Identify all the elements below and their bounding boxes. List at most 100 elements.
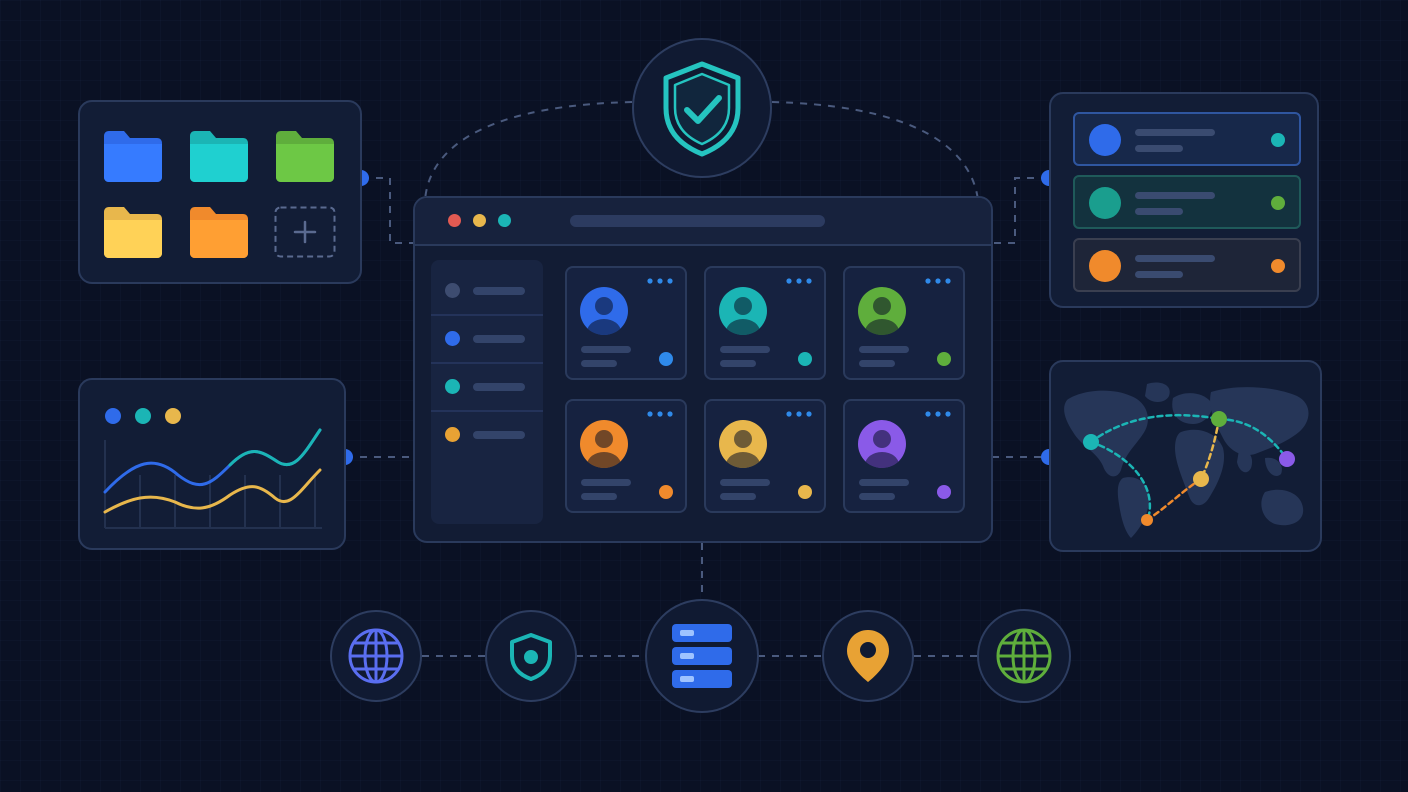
address-bar[interactable] [570, 215, 825, 227]
folder-icon [276, 131, 334, 182]
sidebar-dot [445, 283, 460, 298]
map-pin[interactable] [1083, 434, 1099, 450]
avatar [1089, 250, 1121, 282]
text-line [720, 493, 756, 500]
text-line [581, 479, 631, 486]
sidebar-dot [445, 331, 460, 346]
text-line [859, 493, 895, 500]
map-pin[interactable] [1193, 471, 1209, 487]
folder-icon [190, 207, 248, 258]
profile-card[interactable] [843, 266, 965, 380]
globe-icon [346, 626, 406, 686]
more-options-icon[interactable] [786, 278, 814, 284]
world-map [1064, 382, 1309, 538]
status-dot [1271, 196, 1285, 210]
security-node[interactable] [632, 38, 772, 178]
folder-item[interactable] [188, 206, 250, 258]
user-avatar-icon [579, 286, 629, 336]
map-pin[interactable] [1279, 451, 1295, 467]
text-line [859, 479, 909, 486]
legend-dot [105, 408, 121, 424]
profile-card[interactable] [704, 399, 826, 513]
text-line [581, 346, 631, 353]
more-options-icon[interactable] [925, 278, 953, 284]
sidebar-item[interactable] [431, 414, 543, 460]
more-options-icon[interactable] [786, 411, 814, 417]
close-window-button[interactable] [448, 214, 461, 227]
shield-check-icon [663, 61, 741, 157]
series-line-teal [228, 428, 322, 467]
sidebar-item[interactable] [431, 270, 543, 316]
more-options-icon[interactable] [647, 278, 675, 284]
server-icon [670, 622, 734, 690]
text-line [1135, 271, 1183, 278]
more-options-icon[interactable] [647, 411, 675, 417]
folder-icon [104, 131, 162, 182]
profile-card[interactable] [843, 399, 965, 513]
text-line [1135, 255, 1215, 262]
folder-item[interactable] [274, 130, 336, 182]
list-row[interactable] [1073, 112, 1301, 166]
maximize-window-button[interactable] [498, 214, 511, 227]
user-avatar-icon [579, 419, 629, 469]
location-pin-icon [845, 628, 891, 684]
global-network-node[interactable] [977, 609, 1071, 703]
text-line [1135, 192, 1215, 199]
status-dot [1271, 259, 1285, 273]
folder-icon [104, 207, 162, 258]
text-line [581, 360, 617, 367]
sidebar [431, 260, 543, 524]
list-row[interactable] [1073, 238, 1301, 292]
text-line [859, 346, 909, 353]
status-dot [798, 485, 812, 499]
chart-panel [78, 378, 346, 550]
files-panel [78, 100, 362, 284]
text-line [720, 360, 756, 367]
map-pin[interactable] [1211, 411, 1227, 427]
more-options-icon[interactable] [925, 411, 953, 417]
folder-item[interactable] [102, 130, 164, 182]
sidebar-label [473, 383, 525, 391]
user-avatar-icon [857, 419, 907, 469]
sidebar-item[interactable] [431, 318, 543, 364]
list-panel [1049, 92, 1319, 308]
sidebar-dot [445, 427, 460, 442]
folder-item[interactable] [102, 206, 164, 258]
location-node[interactable] [822, 610, 914, 702]
text-line [720, 346, 770, 353]
status-dot [1271, 133, 1285, 147]
text-line [1135, 208, 1183, 215]
add-folder-button[interactable] [274, 206, 336, 258]
network-globe-node[interactable] [330, 610, 422, 702]
text-line [1135, 129, 1215, 136]
status-dot [937, 352, 951, 366]
avatar [1089, 124, 1121, 156]
legend-dot [165, 408, 181, 424]
series-line-blue [103, 428, 322, 494]
map-pin[interactable] [1141, 514, 1153, 526]
text-line [1135, 145, 1183, 152]
sidebar-label [473, 287, 525, 295]
legend-dot [135, 408, 151, 424]
text-line [581, 493, 617, 500]
folder-item[interactable] [188, 130, 250, 182]
profile-card[interactable] [704, 266, 826, 380]
security-shield-node[interactable] [485, 610, 577, 702]
text-line [720, 479, 770, 486]
profile-card[interactable] [565, 399, 687, 513]
user-avatar-icon [718, 286, 768, 336]
list-row[interactable] [1073, 175, 1301, 229]
line-chart [103, 428, 322, 529]
sidebar-label [473, 431, 525, 439]
map-panel [1049, 360, 1322, 552]
minimize-window-button[interactable] [473, 214, 486, 227]
profile-card[interactable] [565, 266, 687, 380]
database-server-node[interactable] [645, 599, 759, 713]
user-avatar-icon [718, 419, 768, 469]
status-dot [659, 352, 673, 366]
sidebar-item[interactable] [431, 366, 543, 412]
user-avatar-icon [857, 286, 907, 336]
series-line-yellow [103, 468, 322, 514]
shield-icon [506, 631, 556, 681]
globe-icon [994, 626, 1054, 686]
